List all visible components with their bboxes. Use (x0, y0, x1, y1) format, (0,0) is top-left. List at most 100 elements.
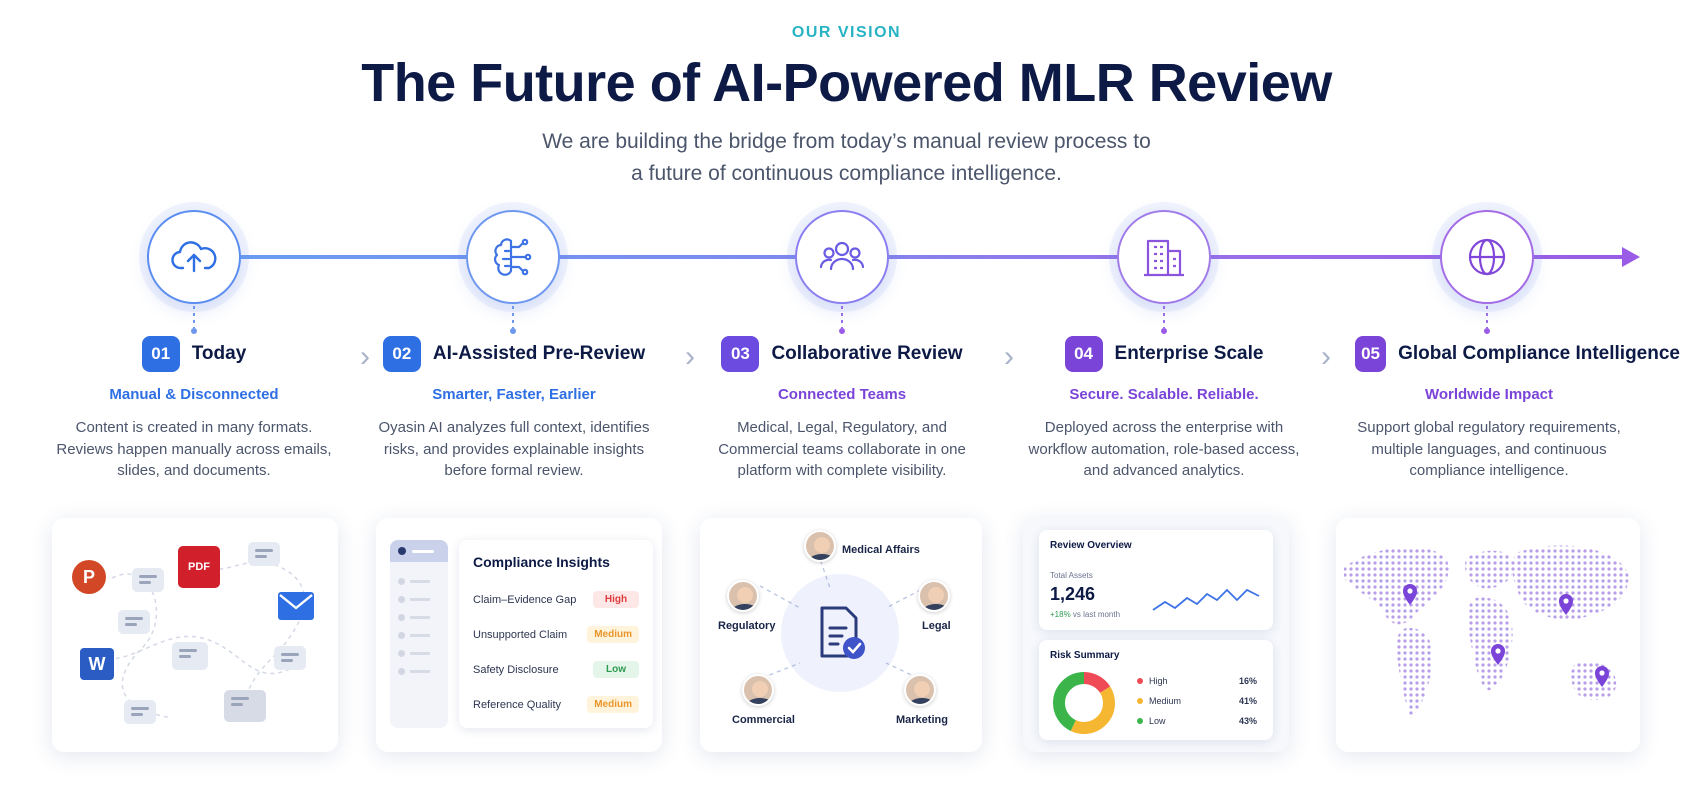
world-map-dots (1344, 545, 1629, 718)
avatar-marketing (904, 674, 936, 706)
step-title: Today (191, 343, 247, 364)
sidebar-item-line (410, 597, 430, 601)
avatar-commercial (742, 674, 774, 706)
chat-bubble-icon (132, 568, 164, 592)
trend-text: +18% vs last month (1050, 610, 1120, 619)
total-assets-value: 1,246 (1050, 584, 1096, 604)
cloud-upload-icon (171, 241, 217, 273)
legend-row: High 16% (1137, 676, 1257, 696)
connector-04 (1161, 306, 1167, 334)
risk-badge: Low (593, 661, 639, 678)
sidebar-item[interactable] (398, 626, 440, 644)
step-title: Enterprise Scale (1114, 343, 1264, 364)
timeline-line (240, 255, 1625, 259)
node-global (1440, 210, 1534, 304)
step-title: AI-Assisted Pre-Review (432, 343, 646, 364)
legend-percent: 43% (1238, 716, 1257, 726)
sidebar-item[interactable] (398, 662, 440, 680)
card-collaboration: Medical Affairs Regulatory Legal Commerc… (700, 518, 982, 752)
legend-dot-icon (1137, 698, 1143, 704)
risk-summary-panel: Risk Summary High 16% Medium 41% Low 43% (1039, 640, 1273, 740)
chat-bubble-icon (124, 700, 156, 724)
app-sidebar (390, 540, 448, 728)
card-world-map (1336, 518, 1640, 752)
sidebar-header (390, 540, 448, 562)
sidebar-item[interactable] (398, 608, 440, 626)
subtitle-line-1: We are building the bridge from today’s … (542, 130, 1151, 153)
step-subtitle: Manual & Disconnected (109, 386, 279, 403)
sidebar-item-icon (398, 649, 405, 657)
step-number-badge: 02 (382, 336, 421, 372)
step-number-badge: 04 (1064, 336, 1103, 372)
timeline-arrow-icon (1622, 247, 1640, 267)
page-title: The Future of AI-Powered MLR Review (361, 53, 1332, 113)
sidebar-item[interactable] (398, 644, 440, 662)
document-check-icon (806, 598, 876, 668)
donut-segment-low (1053, 672, 1115, 734)
legend-dot-icon (1137, 678, 1143, 684)
insight-label: Claim–Evidence Gap (473, 593, 577, 606)
sidebar-item-icon (398, 631, 405, 639)
ai-brain-icon (494, 238, 532, 276)
insight-label: Safety Disclosure (473, 663, 559, 676)
globe-icon (1468, 238, 1506, 276)
node-ai-pre-review (466, 210, 560, 304)
connector-02 (510, 306, 516, 334)
step-title: Global Compliance Intelligence (1398, 343, 1680, 364)
chat-bubble-icon (224, 690, 266, 722)
sidebar-item-line (410, 669, 430, 673)
legend-label: Medium (1149, 696, 1182, 706)
page-subtitle: We are building the bridge from today’s … (0, 126, 1693, 190)
donut-segment-medium (1053, 672, 1115, 734)
connection-lines (91, 557, 306, 719)
review-overview-panel: Review Overview Total Assets 1,246 +18% … (1039, 530, 1273, 630)
sidebar-item-icon (398, 577, 405, 585)
trend-value: +18% (1050, 610, 1071, 619)
avatar-medical-affairs (804, 530, 836, 562)
chat-bubble-icon (172, 642, 208, 670)
insight-row[interactable]: Safety Disclosure Low (473, 652, 639, 687)
sidebar-item[interactable] (398, 572, 440, 590)
insight-label: Reference Quality (473, 698, 562, 711)
sidebar-header-line (412, 549, 434, 553)
team-icon (819, 241, 865, 271)
step-subtitle: Connected Teams (777, 386, 907, 403)
sidebar-item-line (410, 633, 430, 637)
map-pin-icon (1559, 594, 1573, 615)
chevron-right-icon: › (685, 340, 695, 373)
chevron-right-icon: › (360, 340, 370, 373)
team-label: Marketing (896, 714, 948, 726)
connector-01 (191, 306, 197, 334)
avatar-regulatory (727, 580, 759, 612)
sidebar-item-line (410, 579, 430, 583)
step-description: Support global regulatory requirements, … (1357, 419, 1621, 479)
sidebar-dot-icon (398, 547, 406, 555)
legend-row: Low 43% (1137, 716, 1257, 736)
chevron-right-icon: › (1321, 340, 1331, 373)
step-number-badge: 03 (721, 336, 760, 372)
card-dashboard: Review Overview Total Assets 1,246 +18% … (1023, 518, 1289, 752)
risk-legend: High 16% Medium 41% Low 43% (1137, 676, 1257, 736)
legend-label: High (1149, 676, 1168, 686)
step-title: Collaborative Review (771, 343, 963, 364)
map-pin-icon (1491, 644, 1505, 665)
sidebar-item[interactable] (398, 590, 440, 608)
total-assets-label: Total Assets (1050, 571, 1093, 580)
risk-donut-chart (1053, 672, 1115, 734)
trend-suffix: vs last month (1072, 610, 1121, 619)
node-collaborative (795, 210, 889, 304)
sidebar-items (390, 562, 448, 690)
legend-percent: 16% (1238, 676, 1257, 686)
team-label: Commercial (732, 714, 795, 726)
powerpoint-icon: P (72, 560, 106, 594)
panel-title: Compliance Insights (473, 554, 610, 570)
